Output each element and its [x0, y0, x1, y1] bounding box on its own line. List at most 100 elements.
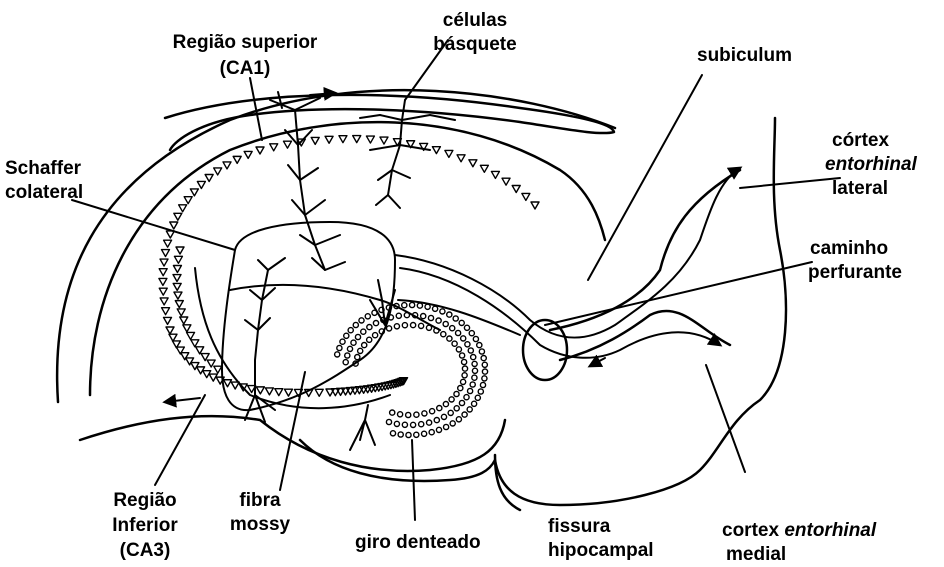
granule-cell — [390, 410, 395, 415]
hippocampus-outline — [80, 416, 505, 471]
granule-cell — [419, 422, 424, 427]
pyramidal-cell — [187, 332, 195, 339]
label-fibra: fibra — [215, 490, 305, 512]
granule-cell — [447, 336, 452, 341]
pyramidal-cell — [284, 389, 292, 396]
granule-cell — [482, 376, 487, 381]
pyramidal-cell — [432, 147, 440, 154]
pyramidal-cell — [214, 366, 222, 373]
pyramidal-cell — [366, 136, 374, 143]
granule-cell — [343, 360, 348, 365]
granule-cell — [434, 418, 439, 423]
granule-cell — [471, 355, 476, 360]
granule-cell — [394, 421, 399, 426]
pyramidal-cell — [159, 278, 167, 285]
granule-cell — [460, 353, 465, 358]
pyramidal-cell — [339, 136, 347, 143]
granule-cell — [472, 375, 477, 380]
label-caminho: caminho — [810, 238, 888, 260]
pyramidal-cell — [176, 247, 184, 254]
label-entorhinal-lateral: entorhinal — [825, 154, 917, 176]
granule-cell — [430, 409, 435, 414]
label-entorhinal-medial: entorhinal — [784, 520, 876, 541]
granule-cell — [456, 417, 461, 422]
granule-cell — [414, 432, 419, 437]
label-cortex-word: cortex — [722, 520, 779, 541]
granule-cell — [411, 422, 416, 427]
fissure-line — [495, 455, 520, 510]
granule-cell — [396, 313, 401, 318]
pyramidal-cell — [196, 347, 204, 354]
label-celulas: células — [415, 10, 535, 32]
pyramidal-cell — [265, 388, 273, 395]
basket-cell — [360, 100, 455, 208]
granule-cell — [387, 326, 392, 331]
pyramidal-cell — [164, 317, 172, 324]
granule-cell — [340, 339, 345, 344]
granule-cell — [428, 315, 433, 320]
granule-cell — [459, 320, 464, 325]
granule-cell — [450, 326, 455, 331]
granule-cell — [458, 386, 463, 391]
granule-cell — [454, 391, 459, 396]
pyramidal-cell — [522, 193, 530, 200]
granule-cell — [456, 330, 461, 335]
granule-cell — [414, 412, 419, 417]
granule-cell — [419, 323, 424, 328]
granule-cell — [436, 427, 441, 432]
granule-cell — [358, 348, 363, 353]
granule-cell — [347, 346, 352, 351]
pyramidal-cell — [175, 301, 183, 308]
granule-cell — [437, 406, 442, 411]
granule-cell — [390, 431, 395, 436]
label-ca1: (CA1) — [205, 58, 285, 80]
granule-cell — [480, 382, 485, 387]
ca3-neuron — [245, 258, 285, 422]
pyramidal-cell — [160, 298, 168, 305]
granule-cell — [421, 314, 426, 319]
label-ca3: (CA3) — [95, 540, 195, 562]
granule-cell — [482, 362, 487, 367]
pyramidal-cell — [311, 137, 319, 144]
label-inferior: Inferior — [95, 515, 195, 537]
granule-cell — [337, 345, 342, 350]
granule-cell — [459, 400, 464, 405]
pyramidal-cell — [174, 256, 182, 263]
label-medial: medial — [726, 544, 786, 566]
granule-cell — [362, 343, 367, 348]
label-mossy: mossy — [215, 514, 305, 536]
pyramidal-cell — [502, 178, 510, 185]
granule-cell — [398, 432, 403, 437]
label-cortex-lateral: córtex — [832, 130, 889, 152]
granule-cell — [462, 412, 467, 417]
granule-cell — [365, 314, 370, 319]
ca1-neuron — [270, 92, 345, 270]
schaffer-loop — [222, 222, 395, 410]
granule-cell — [440, 309, 445, 314]
granule-cell — [386, 419, 391, 424]
label-subiculum: subiculum — [697, 45, 792, 67]
granule-cell — [417, 303, 422, 308]
pyramidal-cell — [197, 181, 205, 188]
granule-cell — [441, 332, 446, 337]
pyramidal-cell — [181, 353, 189, 360]
pyramidal-cell — [173, 265, 181, 272]
pyramidal-cell — [512, 186, 520, 193]
granule-cell — [348, 328, 353, 333]
granule-cell — [425, 304, 430, 309]
granule-cell — [479, 349, 484, 354]
granule-cell — [464, 395, 469, 400]
granule-cell — [353, 322, 358, 327]
pyramidal-cell — [325, 136, 333, 143]
granule-cell — [477, 343, 482, 348]
granule-cell — [462, 366, 467, 371]
pyramidal-cell — [205, 174, 213, 181]
granule-cell — [470, 382, 475, 387]
granule-cell — [481, 356, 486, 361]
granule-cell — [402, 303, 407, 308]
granule-cell — [464, 325, 469, 330]
pyramidal-cell — [353, 136, 361, 143]
granule-cell — [441, 414, 446, 419]
granule-cell — [469, 331, 474, 336]
